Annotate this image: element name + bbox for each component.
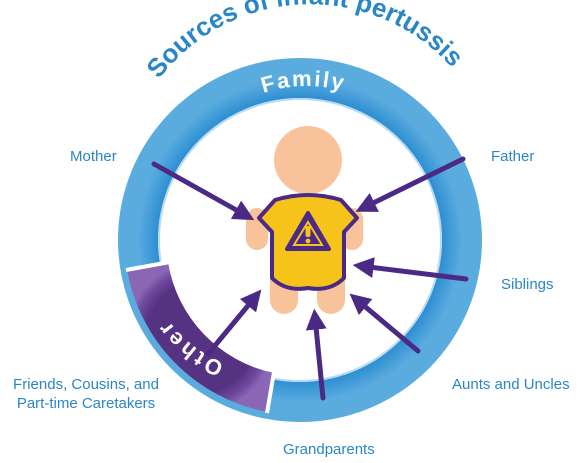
source-label-father: Father [491,148,535,165]
arrow-from-siblings [352,257,469,282]
arrow-from-aunts-uncles [349,293,421,354]
transmission-arrows [151,156,469,401]
source-label-mother: Mother [70,148,117,165]
baby-icon [246,126,363,314]
source-ring [118,58,482,422]
other-ring-sector [127,262,274,412]
warning-icon [285,211,331,251]
arrow-from-father [355,156,466,212]
arrow-from-friends [205,289,262,357]
source-label-aunts-uncles: Aunts and Uncles [452,376,570,393]
source-label-grandparents: Grandparents [283,441,375,458]
arrow-from-mother [151,161,255,221]
source-label-friends: Friends, Cousins, and Part-time Caretake… [13,376,159,412]
family-ring [118,58,482,422]
source-label-siblings: Siblings [501,276,554,293]
arrow-from-grandparents [305,308,327,401]
